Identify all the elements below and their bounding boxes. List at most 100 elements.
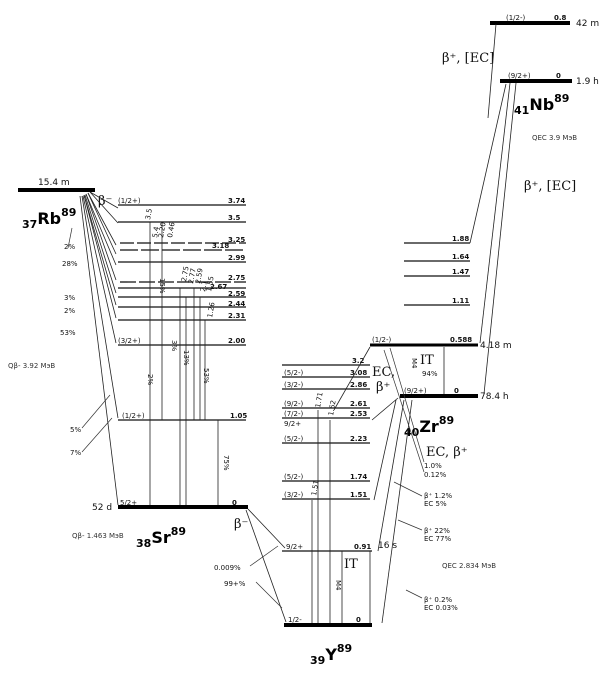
zr-energy-2: 1.47 xyxy=(452,268,469,276)
zr-m4: M4 xyxy=(410,358,418,369)
sr-gamma-0: 3.5 xyxy=(144,208,154,220)
nb-halflife: 1.9 h xyxy=(576,77,599,87)
sr-gamma-4: 2.75 xyxy=(180,266,191,283)
sr-spin-12: 5/2+ xyxy=(120,499,137,507)
y-energy-2: 2.86 xyxy=(350,381,367,389)
sr-energy-0: 3.74 xyxy=(228,197,245,205)
sr-energy-4: 2.99 xyxy=(228,254,245,262)
y-energy-1: 3.08 xyxy=(350,369,367,377)
rb-branch-1: 2% xyxy=(64,243,75,251)
rb-label: 37Rb89 xyxy=(22,206,76,231)
sr-gamma-9: 1.26 xyxy=(206,301,217,318)
sr-gamma-lines xyxy=(149,222,219,505)
sr-int-2: 13% xyxy=(182,350,190,366)
y-gamma-1: 1.62 xyxy=(327,400,338,417)
sr-energy-1: 3.5 xyxy=(228,214,241,222)
zr-branch-3: β⁺ 1.2% xyxy=(424,492,453,500)
zr-halflife: 78.4 h xyxy=(480,392,509,402)
rb-branch-2: 28% xyxy=(62,260,78,268)
zr-energy-3: 1.11 xyxy=(452,297,469,305)
sr-label: 38Sr89 xyxy=(136,525,186,550)
nb-energy-0: 0.8 xyxy=(554,14,567,22)
nb-decay-arrows xyxy=(469,23,517,395)
zr-iso-halflife: 4.18 m xyxy=(480,341,512,351)
sr-energy-12: 0 xyxy=(232,499,237,507)
y-spin-8: (3/2-) xyxy=(284,491,304,499)
zr-levels xyxy=(370,242,478,398)
rb-branch-3: 3% xyxy=(64,294,75,302)
sr-beta-arrow-1 xyxy=(247,508,286,549)
y-label: 39Y89 xyxy=(310,642,352,667)
sr-int-1: 3% xyxy=(170,340,178,351)
zr-branch-8: EC 0.03% xyxy=(424,604,458,612)
nb-q-value: QEC 3.9 MэВ xyxy=(532,134,577,142)
sr-spin-11: (1/2+) xyxy=(122,412,145,420)
nb-spin-1: (9/2+) xyxy=(508,72,531,80)
sr-gs-branch-1: 99+% xyxy=(224,580,246,588)
y-energy-10: 0 xyxy=(356,616,361,624)
sr-energy-8: 2.44 xyxy=(228,300,245,308)
sr-energy-10: 2.00 xyxy=(228,337,245,345)
sr-energy-6: 2.67 xyxy=(210,283,227,291)
sr-beta-arrow-2 xyxy=(245,509,287,623)
y-energy-3: 2.61 xyxy=(350,400,367,408)
nb-spin-0: (1/2-) xyxy=(506,14,526,22)
zr-beta-label: β⁺ xyxy=(376,380,390,395)
sr-gamma-1: 2.20 xyxy=(157,222,168,239)
zr-energy-0: 1.88 xyxy=(452,235,469,243)
nb-beta2-label: β⁺, [EC] xyxy=(524,179,576,194)
sr-halflife: 52 d xyxy=(92,503,112,513)
y-spin-10: 1/2- xyxy=(288,616,302,624)
zr-energy-1: 1.64 xyxy=(452,253,469,261)
sr-energy-7: 2.59 xyxy=(228,290,245,298)
y-gamma-lines xyxy=(311,410,371,623)
rb-beta-fan xyxy=(67,191,119,506)
rb-branch-4: 2% xyxy=(64,307,75,315)
sr-gamma-2: 5.4 xyxy=(151,225,161,238)
y-spin-6: (5/2-) xyxy=(284,435,304,443)
sr-gamma-8: 1.55 xyxy=(205,276,216,293)
zr-branch-6: EC 77% xyxy=(424,535,451,543)
y-iso-halflife: 16 s xyxy=(378,541,397,551)
zr-branch-5: β⁺ 22% xyxy=(424,527,450,535)
nb-label: 41Nb89 xyxy=(514,92,569,117)
sr-energy-9: 2.31 xyxy=(228,312,245,320)
zr-it-label: IT xyxy=(420,353,434,368)
sr-gamma-3: 0.46 xyxy=(166,221,177,238)
sr-gamma-6: 2.59 xyxy=(194,268,205,285)
y-energy-9: 0.91 xyxy=(354,543,371,551)
sr-energy-2: 3.25 xyxy=(228,236,245,244)
y-spin-9: 9/2+ xyxy=(286,543,303,551)
sr-int-4: 2% xyxy=(146,374,154,385)
zr-branch-4: EC 5% xyxy=(424,500,447,508)
rb-branch-7: 7% xyxy=(70,449,81,457)
y-energy-0: 3.2 xyxy=(352,357,365,365)
sr-q-value: Qβ- 1.463 MэВ xyxy=(72,532,124,540)
sr-spin-0: (1/2+) xyxy=(118,197,141,205)
rb-branch-5: 53% xyxy=(60,329,76,337)
sr-spin-10: (3/2+) xyxy=(118,337,141,345)
y-spin-2: (3/2-) xyxy=(284,381,304,389)
sr-int-3: 53% xyxy=(202,368,210,384)
zr-branch-7: β⁺ 0.2% xyxy=(424,596,453,604)
zr-branch-1: 1.0% xyxy=(424,462,442,470)
y-spin-4: (7/2-) xyxy=(284,410,304,418)
y-spin-5: 9/2+ xyxy=(284,420,301,428)
y-energy-4: 2.53 xyxy=(350,410,367,418)
sr-int-0: 15% xyxy=(158,278,166,294)
zr-branch-it: 94% xyxy=(422,370,438,378)
y-it-label: IT xyxy=(344,557,358,572)
nb-beta-label: β⁺, [EC] xyxy=(442,51,494,66)
y-energy-7: 1.74 xyxy=(350,473,367,481)
zr-energy-4: 0.588 xyxy=(450,336,472,344)
nb-iso-halflife: 42 m xyxy=(576,19,599,29)
sr-gamma-7: 2.1 xyxy=(199,280,209,292)
y-energy-6: 2.23 xyxy=(350,435,367,443)
zr-q-value: QEC 2.834 MэВ xyxy=(442,562,496,570)
zr-ec-label: EC, xyxy=(372,365,395,380)
sr-gamma-5: 2.77 xyxy=(187,268,198,285)
y-spin-7: (5/2-) xyxy=(284,473,304,481)
y-levels xyxy=(282,364,372,627)
